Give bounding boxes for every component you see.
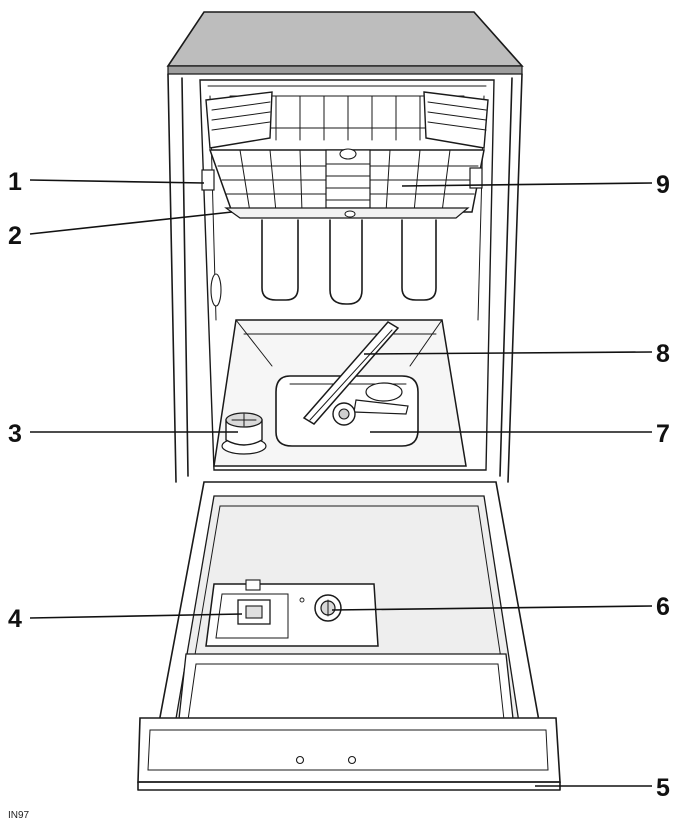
callout-numbers: 1 2 3 4 5 6 7 8 9: [8, 168, 670, 802]
callout-label-8: 8: [656, 340, 670, 368]
callout-line-2: [29, 211, 233, 235]
upper-basket: [201, 91, 489, 219]
callout-label-9: 9: [656, 171, 670, 199]
dispenser-panel: [205, 579, 379, 647]
filter-sump: [275, 375, 419, 447]
callout-label-3: 3: [8, 420, 22, 448]
callout-label-1: 1: [8, 168, 22, 196]
callout-lines: [29, 179, 653, 787]
callout-line-1: [29, 179, 205, 184]
callout-line-4: [29, 613, 243, 619]
worktop: [166, 11, 524, 75]
callout-line-9: [401, 182, 653, 187]
lower-spray-arm: [302, 321, 400, 425]
figure-code: IN97: [8, 810, 30, 821]
salt-container: [221, 412, 267, 455]
callout-line-6: [331, 605, 653, 611]
rear-ducts: [261, 219, 437, 305]
callout-line-8: [363, 351, 653, 355]
callout-label-6: 6: [656, 593, 670, 621]
callout-label-7: 7: [656, 420, 670, 448]
cabinet-body: [167, 73, 523, 483]
callout-label-4: 4: [8, 605, 22, 633]
callout-label-2: 2: [8, 222, 22, 250]
callout-label-5: 5: [656, 774, 670, 802]
